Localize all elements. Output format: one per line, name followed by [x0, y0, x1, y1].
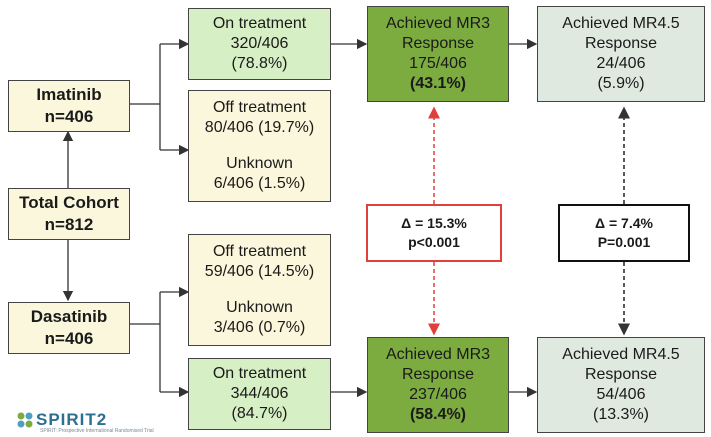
- total-cohort-box: Total Cohort n=812: [8, 188, 130, 240]
- imatinib-mr3-response: Response: [401, 35, 475, 52]
- imatinib-on-treatment-count: 320/406: [230, 35, 289, 52]
- imatinib-off-treatment-count: 80/406 (19.7%): [204, 119, 315, 136]
- mr45-p-value: P=0.001: [597, 234, 651, 250]
- dasatinib-on-treatment-pct: (84.7%): [231, 405, 288, 422]
- dasatinib-on-treatment-box: On treatment 344/406 (84.7%): [188, 358, 331, 430]
- imatinib-on-treatment-pct: (78.8%): [231, 55, 288, 72]
- spirit2-logo: SPIRIT2: [14, 410, 107, 430]
- total-cohort-label: Total Cohort: [19, 193, 119, 212]
- dasatinib-mr3-box: Achieved MR3 Response 237/406 (58.4%): [367, 337, 509, 433]
- imatinib-unknown-label: Unknown: [226, 155, 293, 172]
- dasatinib-mr45-count: 54/406: [596, 386, 646, 403]
- logo-name: SPIRIT2: [36, 410, 108, 429]
- dasatinib-n: n=406: [44, 329, 94, 348]
- leaf-icon: [17, 412, 33, 428]
- imatinib-mr45-response: Response: [584, 35, 658, 52]
- imatinib-on-treatment-box: On treatment 320/406 (78.8%): [188, 8, 331, 80]
- dasatinib-mr3-pct: (58.4%): [409, 406, 467, 423]
- imatinib-mr3-title: Achieved MR3: [385, 15, 491, 32]
- dasatinib-mr3-title: Achieved MR3: [385, 346, 491, 363]
- mr3-p-value: p<0.001: [408, 234, 460, 250]
- dasatinib-arm-box: Dasatinib n=406: [8, 302, 130, 354]
- imatinib-unknown-count: 6/406 (1.5%): [213, 175, 306, 192]
- dasatinib-on-treatment-label: On treatment: [212, 365, 307, 382]
- dasatinib-unknown-label: Unknown: [226, 299, 293, 316]
- imatinib-mr3-box: Achieved MR3 Response 175/406 (43.1%): [367, 6, 509, 102]
- imatinib-mr45-pct: (5.9%): [597, 75, 645, 92]
- imatinib-mr3-pct: (43.1%): [409, 75, 467, 92]
- dasatinib-mr3-response: Response: [401, 366, 475, 383]
- mr3-difference-box: Δ = 15.3% p<0.001: [366, 204, 502, 262]
- imatinib-mr3-count: 175/406: [409, 55, 467, 72]
- dasatinib-mr45-response: Response: [584, 366, 658, 383]
- dasatinib-off-treatment-count: 59/406 (14.5%): [204, 263, 315, 280]
- dasatinib-mr45-box: Achieved MR4.5 Response 54/406 (13.3%): [537, 337, 705, 433]
- mr45-difference: Δ = 7.4%: [595, 215, 653, 231]
- imatinib-off-treatment-label: Off treatment: [212, 99, 307, 116]
- dasatinib-label: Dasatinib: [30, 307, 108, 326]
- imatinib-mr45-title: Achieved MR4.5: [562, 15, 680, 32]
- logo-subtitle: SPIRIT: Prospective International Random…: [40, 428, 154, 434]
- imatinib-mr45-count: 24/406: [596, 55, 646, 72]
- dasatinib-on-treatment-count: 344/406: [230, 385, 289, 402]
- imatinib-label: Imatinib: [36, 85, 102, 104]
- dasatinib-off-treatment-label: Off treatment: [212, 243, 307, 260]
- imatinib-off-treatment-box: Off treatment 80/406 (19.7%) Unknown 6/4…: [188, 90, 331, 202]
- dasatinib-off-treatment-box: Off treatment 59/406 (14.5%) Unknown 3/4…: [188, 234, 331, 346]
- imatinib-on-treatment-label: On treatment: [212, 15, 307, 32]
- imatinib-mr45-box: Achieved MR4.5 Response 24/406 (5.9%): [537, 6, 705, 102]
- imatinib-n: n=406: [44, 107, 94, 126]
- dasatinib-mr45-title: Achieved MR4.5: [562, 346, 680, 363]
- dasatinib-unknown-count: 3/406 (0.7%): [213, 319, 306, 336]
- dasatinib-mr3-count: 237/406: [409, 386, 467, 403]
- mr45-difference-box: Δ = 7.4% P=0.001: [558, 204, 690, 262]
- dasatinib-mr45-pct: (13.3%): [592, 406, 650, 423]
- total-cohort-n: n=812: [44, 215, 94, 234]
- imatinib-arm-box: Imatinib n=406: [8, 80, 130, 132]
- mr3-difference: Δ = 15.3%: [401, 215, 467, 231]
